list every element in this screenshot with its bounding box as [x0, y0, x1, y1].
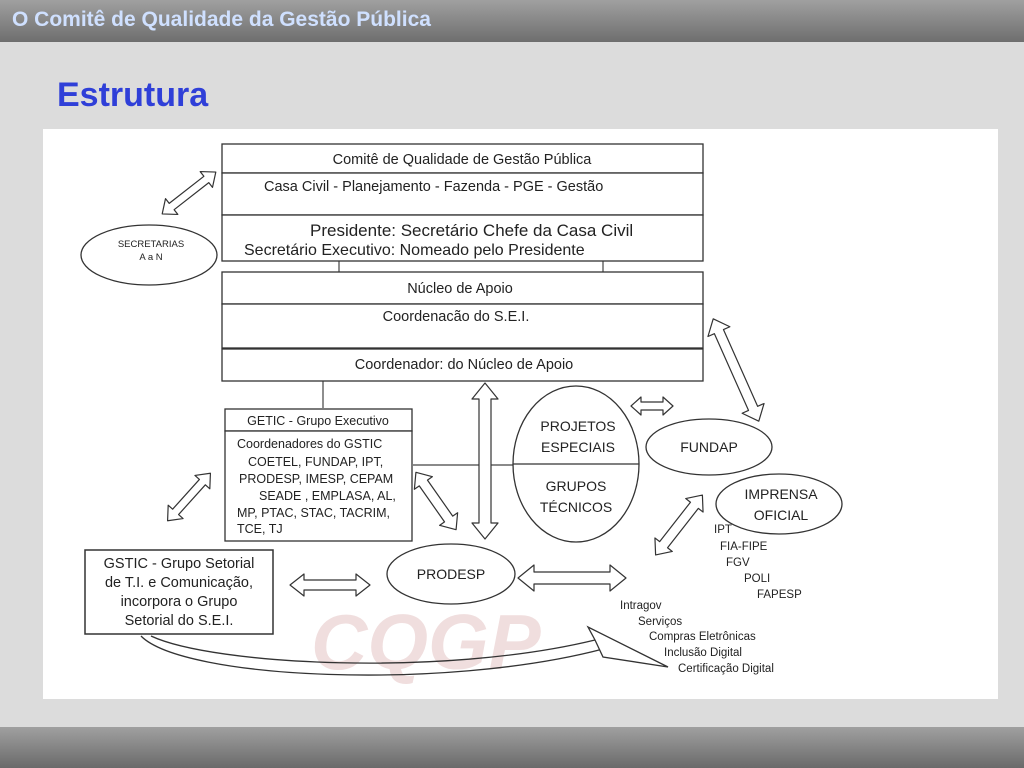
gstic-line-3: incorpora o Grupo — [121, 594, 238, 610]
grupos-line-1: GRUPOS — [546, 478, 607, 494]
org-diagram: CQGP Comitê de Qualidade de Gestão Públi… — [43, 129, 998, 699]
coordinator-label: Coordenador: do Núcleo de Apoio — [355, 357, 573, 373]
watermark-logo: CQGP — [311, 598, 542, 686]
committee-executive: Secretário Executivo: Nomeado pelo Presi… — [244, 242, 585, 259]
prodesp-label: PRODESP — [417, 566, 485, 582]
imprensa-line-2: OFICIAL — [754, 507, 809, 523]
getic-line-2: COETEL, FUNDAP, IPT, — [248, 455, 383, 469]
service-3: Compras Eletrônicas — [649, 631, 756, 643]
prodesp-ellipse — [386, 543, 516, 605]
getic-line-5: MP, PTAC, STAC, TACRIM, — [237, 506, 390, 520]
grupos-line-2: TÉCNICOS — [540, 499, 612, 515]
gstic-line-4: Setorial do S.E.I. — [125, 613, 234, 629]
arrow-projetos-fundap — [630, 396, 674, 416]
fundap-label: FUNDAP — [680, 439, 738, 455]
partner-3: FGV — [726, 557, 750, 569]
coordination-label: Coordenacão do S.E.I. — [383, 309, 530, 325]
service-1: Intragov — [620, 600, 662, 612]
imprensa-line-1: IMPRENSA — [744, 486, 818, 502]
secretarias-ellipse — [80, 224, 218, 286]
getic-title: GETIC - Grupo Executivo — [247, 414, 389, 428]
gstic-box — [84, 549, 274, 635]
arrow-coordinator-prodesp — [471, 382, 499, 540]
projetos-line-1: PROJETOS — [540, 418, 615, 434]
fundap-ellipse — [645, 418, 773, 476]
bottom-bar — [0, 727, 1024, 768]
getic-line-6: TCE, TJ — [237, 522, 283, 536]
arrow-prodesp-services — [517, 564, 627, 592]
curved-arrow-gstic-services — [140, 625, 669, 676]
getic-line-3: PRODESP, IMESP, CEPAM — [239, 472, 393, 486]
partner-4: POLI — [744, 573, 770, 585]
getic-line-4: SEADE , EMPLASA, AL, — [259, 489, 396, 503]
committee-title: Comitê de Qualidade de Gestão Pública — [333, 152, 593, 168]
projetos-line-2: ESPECIAIS — [541, 439, 615, 455]
getic-box — [224, 408, 413, 542]
partner-2: FIA-FIPE — [720, 541, 768, 553]
committee-block — [221, 143, 704, 382]
slide-title: Estrutura — [57, 76, 209, 114]
arrow-gstic-prodesp — [289, 573, 371, 597]
secretarias-line2: A a N — [139, 252, 162, 263]
gstic-line-1: GSTIC - Grupo Setorial — [104, 556, 255, 572]
partner-5: FAPESP — [757, 589, 802, 601]
committee-members: Casa Civil - Planejamento - Fazenda - PG… — [264, 179, 603, 195]
imprensa-ellipse — [715, 473, 843, 535]
service-5: Certificação Digital — [678, 663, 774, 675]
secretarias-line1: SECRETARIAS — [118, 239, 184, 250]
arrow-secretarias-committee — [161, 170, 217, 216]
gstic-line-2: de T.I. e Comunicação, — [105, 575, 253, 591]
arrow-getic-prodesp — [413, 471, 459, 531]
arrow-coordination-fundap — [707, 318, 765, 422]
getic-line-1: Coordenadores do GSTIC — [237, 437, 382, 451]
arrow-imprensa-partners — [654, 494, 704, 556]
header-title: O Comitê de Qualidade da Gestão Pública — [12, 8, 431, 31]
service-4: Inclusão Digital — [664, 647, 742, 659]
top-bar — [0, 0, 1024, 42]
arrow-gstic-getic — [166, 472, 212, 522]
nucleus-label: Núcleo de Apoio — [407, 281, 513, 297]
partner-1: IPT — [714, 524, 732, 536]
service-2: Serviços — [638, 616, 682, 628]
committee-president: Presidente: Secretário Chefe da Casa Civ… — [310, 221, 633, 240]
